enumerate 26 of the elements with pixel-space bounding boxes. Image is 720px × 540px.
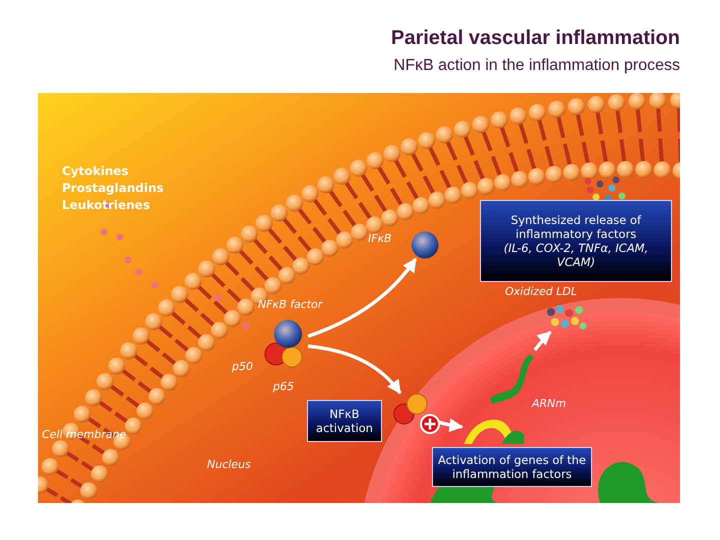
molecule-pair <box>393 393 429 425</box>
info-box <box>432 447 592 487</box>
box-text: Synthesized release of inflammatory factors <box>510 213 642 241</box>
molecule-label: p50 <box>232 360 253 373</box>
arrow <box>307 258 418 338</box>
molecule-label: Oxidized LDL <box>505 285 578 298</box>
molecule-list-text: Prostaglandins <box>62 181 164 195</box>
protein-sphere <box>411 231 439 259</box>
info-box <box>480 200 672 282</box>
molecule-list-text: Cytokines <box>62 164 129 178</box>
subtitle: NFκB action in the inflammation process <box>394 57 680 75</box>
molecule-label: p65 <box>273 380 294 393</box>
membrane-label: Cell membrane <box>42 428 126 441</box>
molecule-list-text: Leukotrienes <box>62 198 150 212</box>
box-text: (IL-6, COX-2, TNFα, ICAM, VCAM) <box>502 241 650 269</box>
molecule-label: ARNm <box>532 397 566 410</box>
molecule-label: IFκB <box>368 232 392 245</box>
region-label: Nucleus <box>207 458 251 471</box>
box-text: Activation of genes of the inflammation factors <box>437 453 587 481</box>
box-text: NFκB activation <box>315 407 374 435</box>
arrow <box>308 344 402 394</box>
particle-cluster <box>545 304 587 332</box>
arrow <box>534 330 552 352</box>
molecule-label: NFκB factor <box>258 298 322 311</box>
info-box <box>307 400 382 442</box>
title: Parietal vascular inflammation <box>390 27 680 50</box>
